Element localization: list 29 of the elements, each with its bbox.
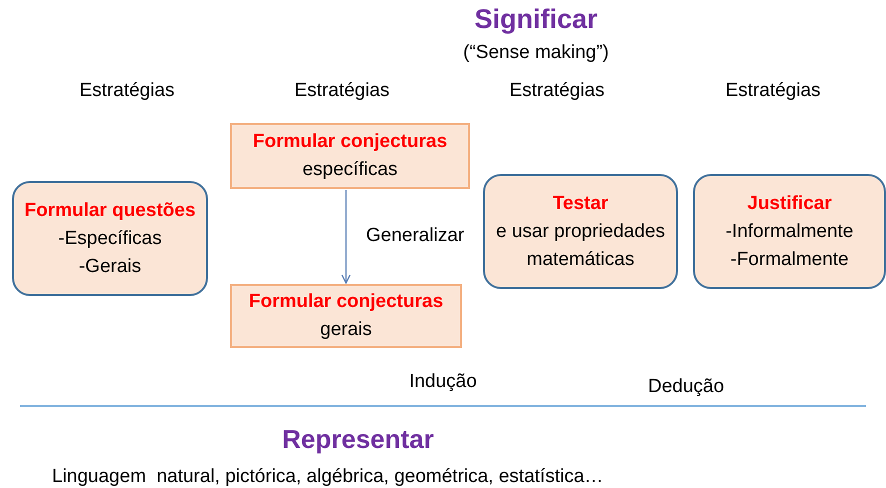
box-heading: Testar [552, 192, 608, 216]
box-heading: Formular conjecturas [248, 290, 444, 314]
section-heading: Representar [282, 424, 434, 455]
box-text: -Formalmente [730, 248, 849, 272]
box-text: e usar propriedades matemáticas [495, 220, 666, 272]
description-text: Linguagem natural, pictórica, algébrica, geométrica, estatística… [52, 466, 604, 488]
arrow [341, 190, 351, 284]
box-text: -Gerais [78, 254, 142, 278]
box-heading: Formular questões [24, 198, 196, 222]
strategy-label: Estratégias [725, 80, 821, 102]
strategy-label: Estratégias [509, 80, 605, 102]
strategy-label: Estratégias [294, 80, 390, 102]
box-text: -Informalmente [726, 220, 854, 244]
process-box [693, 174, 886, 289]
box-text: -Específicas [58, 226, 162, 250]
edge-label: Generalizar [366, 224, 464, 246]
strategy-label: Estratégias [79, 80, 175, 102]
box-heading: Justificar [747, 192, 832, 216]
method-label: Dedução [648, 376, 724, 398]
process-box [483, 174, 678, 289]
subtitle: (“Sense making”) [463, 42, 609, 64]
box-heading: Formular conjecturas [252, 130, 448, 154]
box-text: gerais [320, 318, 372, 342]
process-box [230, 123, 470, 189]
box-text: específicas [302, 158, 398, 182]
title: Significar [474, 4, 598, 35]
process-box [12, 181, 208, 296]
method-label: Indução [409, 371, 477, 393]
process-box [230, 284, 462, 348]
